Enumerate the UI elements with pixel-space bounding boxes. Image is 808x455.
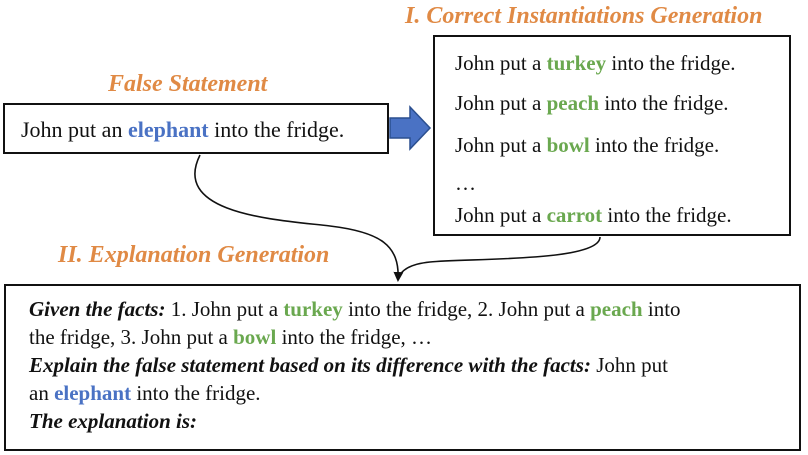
instantiation-line: John put a bowl into the fridge.: [455, 135, 719, 156]
instantiation-keyword: carrot: [546, 203, 603, 227]
explanation-line-5: The explanation is:: [29, 407, 799, 435]
instantiation-prefix: John put a: [455, 203, 547, 227]
explanation-prompt-box: Given the facts: 1. John put a turkey in…: [4, 284, 801, 451]
explanation-answer-label: The explanation is:: [29, 409, 198, 433]
false-statement-box: John put an elephant into the fridge.: [3, 103, 389, 154]
explanation-line-3: Explain the false statement based on its…: [29, 351, 799, 379]
instantiation-keyword: peach: [546, 91, 600, 115]
false-statement-title: False Statement: [108, 71, 268, 97]
explanation-line-4: an elephant into the fridge.: [29, 379, 799, 407]
instantiation-line: John put a carrot into the fridge.: [455, 205, 732, 226]
explanation-text: an: [29, 381, 55, 405]
instantiation-line: John put a peach into the fridge.: [455, 93, 729, 114]
instantiation-suffix: into the fridge.: [602, 203, 732, 227]
right-arrow-icon: [389, 105, 432, 151]
instantiation-keyword: bowl: [546, 133, 590, 157]
instantiation-prefix: John put a: [455, 51, 547, 75]
explanation-line-1: Given the facts: 1. John put a turkey in…: [29, 295, 799, 323]
explain-instruction-label: Explain the false statement based on its…: [29, 353, 591, 377]
instantiation-line: John put a turkey into the fridge.: [455, 53, 736, 74]
given-facts-label: Given the facts:: [29, 297, 166, 321]
explanation-keyword: peach: [590, 297, 643, 321]
explanation-text: 1. John put a: [165, 297, 284, 321]
explanation-text: the fridge, 3. John put a: [29, 325, 234, 349]
explanation-keyword: elephant: [54, 381, 132, 405]
explanation-text: into the fridge, …: [276, 325, 433, 349]
instantiation-keyword: turkey: [546, 51, 607, 75]
instantiation-ellipsis: …: [455, 171, 476, 195]
instantiation-suffix: into the fridge.: [589, 133, 720, 157]
instantiation-prefix: John put a: [455, 91, 547, 115]
explanation-keyword: bowl: [233, 325, 277, 349]
curved-connector-from-instantiations: [397, 236, 601, 281]
explanation-line-2: the fridge, 3. John put a bowl into the …: [29, 323, 799, 351]
instantiation-suffix: into the fridge.: [606, 51, 736, 75]
false-statement-prefix: John put an: [21, 117, 128, 142]
false-statement-suffix: into the fridge.: [208, 117, 345, 142]
explanation-text: into: [642, 297, 681, 321]
instantiations-box: John put a turkey into the fridge. John …: [433, 35, 791, 236]
explanation-text: John put: [590, 353, 668, 377]
false-statement-keyword: elephant: [127, 117, 209, 142]
explanation-text: into the fridge, 2. John put a: [342, 297, 591, 321]
instantiation-prefix: John put a: [455, 133, 547, 157]
explanation-keyword: turkey: [283, 297, 343, 321]
explanation-generation-title: II. Explanation Generation: [58, 242, 330, 268]
explanation-text: into the fridge.: [131, 381, 261, 405]
correct-instantiations-title: I. Correct Instantiations Generation: [405, 3, 763, 29]
instantiation-suffix: into the fridge.: [599, 91, 729, 115]
